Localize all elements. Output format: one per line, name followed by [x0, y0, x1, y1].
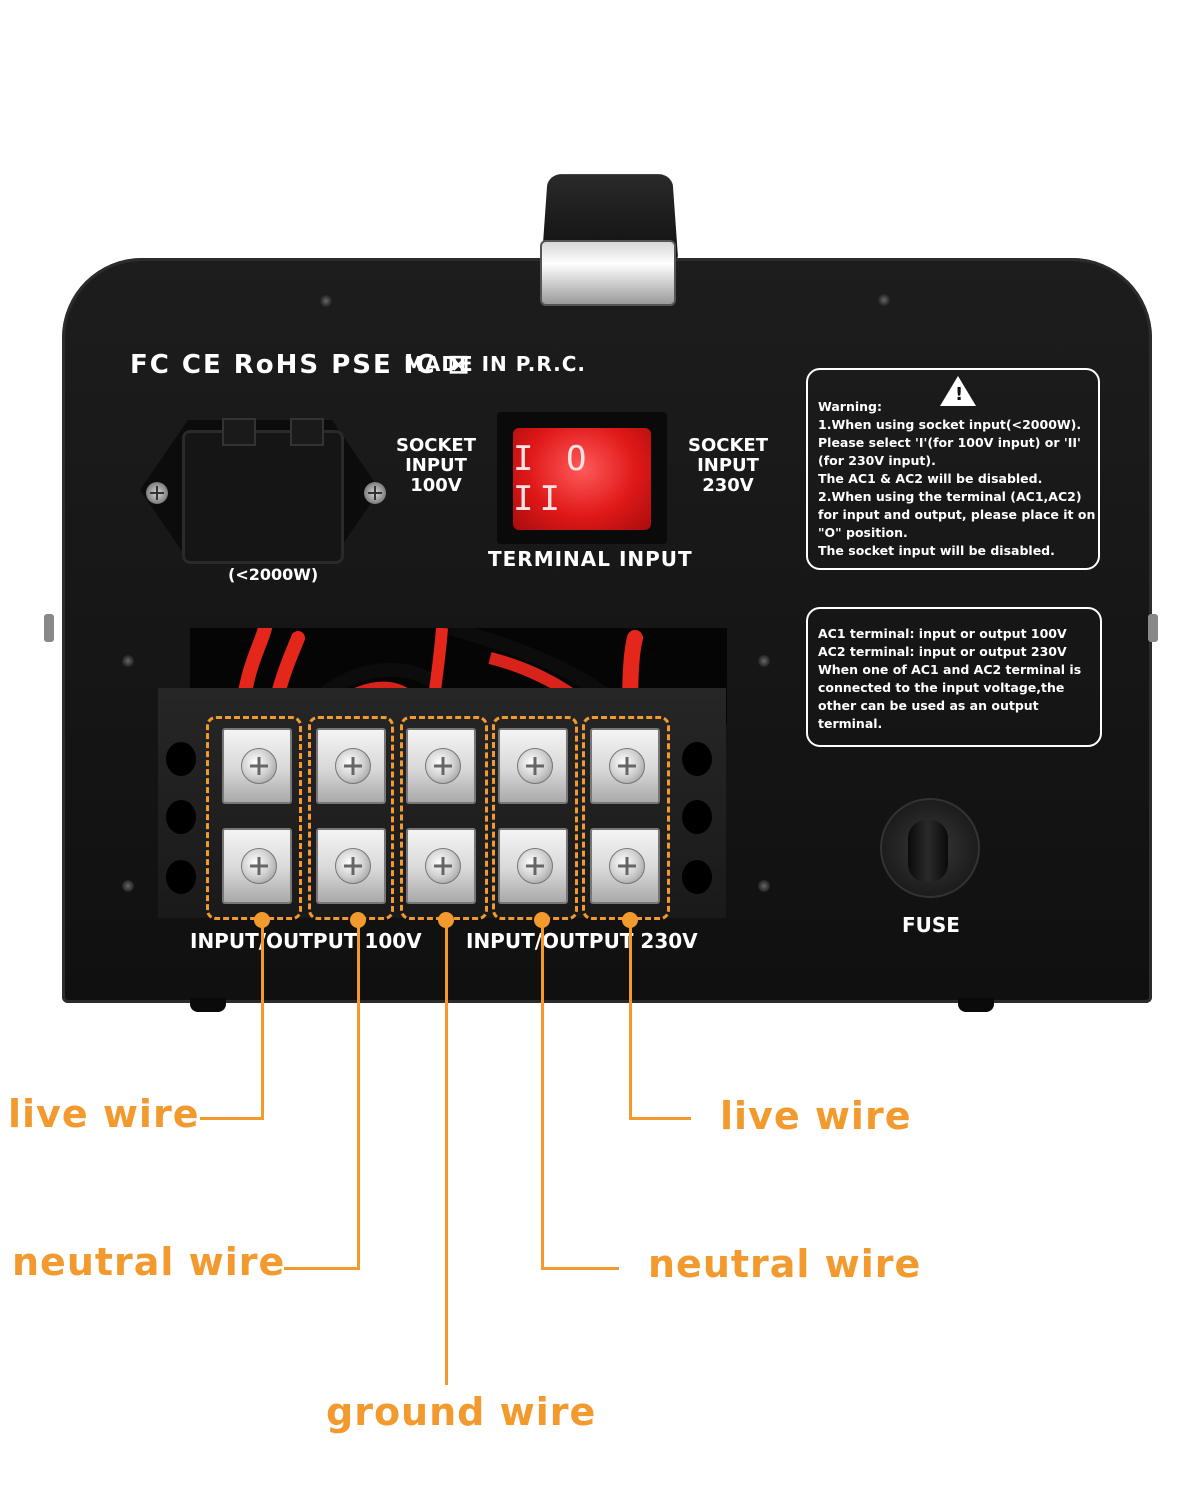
warning-icon: ! [940, 376, 976, 406]
terminal-mount-hole [166, 800, 196, 834]
terminal-info-line: AC1 terminal: input or output 100V [818, 626, 1067, 641]
terminal-info-line: AC2 terminal: input or output 230V [818, 644, 1067, 659]
socket-screw [146, 482, 168, 504]
warning-line: "O" position. [818, 525, 908, 540]
terminal-screw-icon [241, 848, 277, 884]
terminal-clamp[interactable] [316, 828, 386, 904]
terminal-clamp[interactable] [590, 828, 660, 904]
callout-leader-line [445, 920, 448, 1385]
socket-latch-tab [290, 418, 324, 446]
callout-leader-line [357, 920, 360, 1270]
terminal-info-line: other can be used as an output [818, 698, 1039, 713]
carry-handle-plate [540, 240, 676, 306]
terminal-highlight-box [206, 716, 302, 920]
housing-screw [758, 655, 770, 667]
callout-leader-line [200, 1117, 264, 1120]
socket-power-note: (<2000W) [228, 565, 319, 584]
ac-input-socket-recess [182, 430, 344, 564]
socket-230v-label: SOCKET INPUT 230V [688, 436, 768, 495]
switch-caption: TERMINAL INPUT [488, 547, 693, 571]
origin-label: MADE IN P.R.C. [404, 352, 586, 376]
callout-leader-line [284, 1267, 360, 1270]
terminal-screw-icon [335, 848, 371, 884]
housing-screw [758, 880, 770, 892]
terminal-clamp[interactable] [498, 828, 568, 904]
terminal-mount-hole [682, 860, 712, 894]
socket-100v-label: SOCKET INPUT 100V [396, 436, 476, 495]
terminal-screw-icon [425, 848, 461, 884]
fuse-label: FUSE [902, 913, 960, 937]
housing-screw [122, 880, 134, 892]
socket-230v-line: INPUT [697, 454, 759, 476]
certification-marks: FC CE RoHS PSE IC ⊠ [130, 350, 472, 380]
terminal-info-label: AC1 terminal: input or output 100V AC2 t… [806, 607, 1102, 747]
terminal-clamp[interactable] [316, 728, 386, 804]
callout-ground-wire: ground wire [326, 1390, 597, 1434]
terminal-clamp[interactable] [406, 828, 476, 904]
terminal-mount-hole [166, 742, 196, 776]
foot [190, 998, 226, 1012]
fuse-cap[interactable] [908, 820, 948, 882]
terminal-230v-label: INPUT/OUTPUT 230V [466, 929, 698, 953]
switch-position-labels: I O II [513, 439, 593, 519]
terminal-clamp[interactable] [406, 728, 476, 804]
warning-line: 2.When using the terminal (AC1,AC2) [818, 489, 1082, 504]
terminal-clamp[interactable] [590, 728, 660, 804]
warning-line: The AC1 & AC2 will be disabled. [818, 471, 1043, 486]
terminal-screw-icon [517, 748, 553, 784]
terminal-100v-label: INPUT/OUTPUT 100V [190, 929, 422, 953]
callout-leader-line [541, 920, 544, 1270]
terminal-screw-icon [335, 748, 371, 784]
terminal-screw-icon [609, 748, 645, 784]
callout-leader-line [541, 1267, 619, 1270]
callout-left-neutral-wire: neutral wire [12, 1240, 286, 1284]
socket-latch-tab [222, 418, 256, 446]
housing-screw [878, 294, 890, 306]
terminal-mount-hole [682, 742, 712, 776]
warning-label: ! Warning: 1.When using socket input(<20… [806, 368, 1100, 570]
callout-leader-line [629, 1117, 691, 1120]
terminal-highlight-box [582, 716, 670, 920]
terminal-highlight-box [492, 716, 578, 920]
terminal-mount-hole [682, 800, 712, 834]
callout-right-neutral-wire: neutral wire [648, 1242, 922, 1286]
warning-line: 1.When using socket input(<2000W). [818, 417, 1082, 432]
terminal-info-line: When one of AC1 and AC2 terminal is [818, 662, 1082, 677]
housing-screw [122, 655, 134, 667]
side-latch [1148, 614, 1158, 642]
socket-100v-line: SOCKET [396, 435, 476, 456]
terminal-screw-icon [517, 848, 553, 884]
terminal-clamp[interactable] [498, 728, 568, 804]
terminal-screw-icon [241, 748, 277, 784]
callout-right-live-wire: live wire [720, 1094, 912, 1138]
socket-100v-line: 100V [410, 474, 462, 496]
callout-left-live-wire: live wire [8, 1092, 200, 1136]
warning-line: Warning: [818, 399, 882, 414]
terminal-info-line: connected to the input voltage,the [818, 680, 1065, 695]
terminal-screw-icon [609, 848, 645, 884]
foot [958, 998, 994, 1012]
terminal-highlight-box [308, 716, 394, 920]
terminal-info-line: terminal. [818, 716, 883, 731]
side-latch [44, 614, 54, 642]
terminal-screw-icon [425, 748, 461, 784]
housing-screw [320, 295, 332, 307]
selector-switch[interactable]: I O II [513, 428, 651, 530]
socket-screw [364, 482, 386, 504]
internal-wires [233, 628, 643, 728]
terminal-clamp[interactable] [222, 828, 292, 904]
terminal-highlight-box [400, 716, 488, 920]
warning-line: Please select 'I'(for 100V input) or 'II… [818, 435, 1081, 450]
callout-leader-line [629, 920, 632, 1120]
socket-230v-line: SOCKET [688, 435, 768, 456]
socket-100v-line: INPUT [405, 454, 467, 476]
warning-line: The socket input will be disabled. [818, 543, 1055, 558]
warning-line: (for 230V input). [818, 453, 936, 468]
callout-leader-line [261, 920, 264, 1120]
warning-line: for input and output, please place it on [818, 507, 1096, 522]
socket-230v-line: 230V [702, 474, 754, 496]
terminal-clamp[interactable] [222, 728, 292, 804]
terminal-mount-hole [166, 860, 196, 894]
